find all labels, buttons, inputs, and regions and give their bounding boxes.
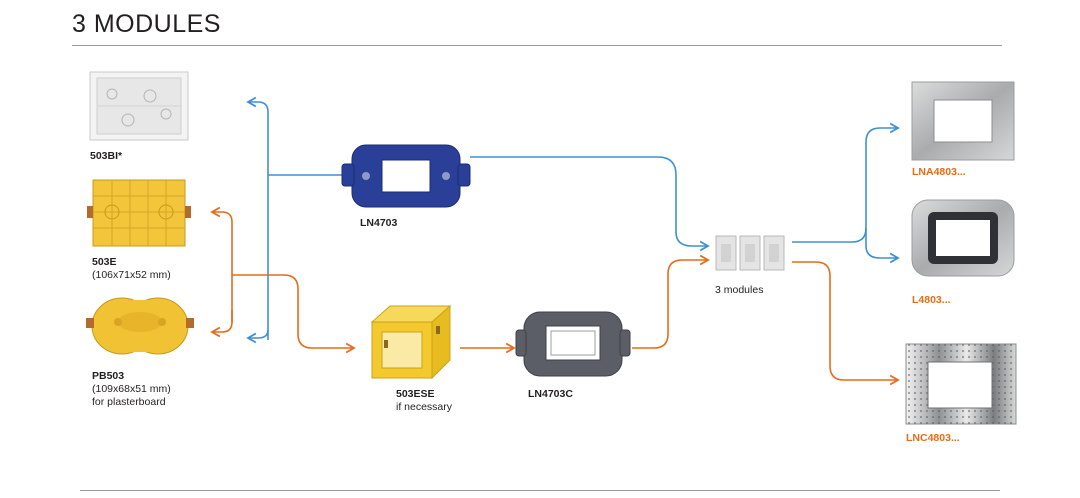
support-ln4703c-image (515, 311, 631, 377)
note-503e: (106x71x52 mm) (92, 269, 171, 281)
orange-connectors (210, 206, 900, 386)
three-modules-image (715, 235, 785, 271)
orange-arrow-to-pb503 (210, 310, 233, 338)
blue-arrow-to-pb503 (246, 329, 269, 344)
orange-line-modules-to-lnc4803 (792, 261, 900, 386)
blue-line-ln4703-to-modules (470, 156, 710, 252)
code-pb503: PB503 (92, 370, 125, 382)
note-pb503: (109x68x51 mm) (92, 383, 171, 395)
blue-arrow-to-503bi (246, 96, 269, 340)
code-l4803: L4803... (912, 294, 951, 306)
spacer-503ese-image (370, 304, 452, 380)
blue-connectors (246, 96, 900, 344)
text-3-modules: 3 modules (715, 284, 764, 296)
label-pb503: PB503 (109x68x51 mm) for plasterboard (92, 370, 171, 409)
code-503bi: 503BI* (90, 150, 123, 162)
code-503e: 503E (92, 256, 117, 268)
code-ln4703c: LN4703C (528, 388, 573, 400)
note-503ese: if necessary (396, 401, 453, 413)
label-l4803: L4803... (912, 294, 951, 307)
label-lnc4803: LNC4803... (906, 432, 960, 445)
support-ln4703-image (341, 144, 471, 208)
bottom-divider (80, 490, 1000, 491)
plate-lnc4803-image (905, 343, 1017, 425)
label-ln4703: LN4703 (360, 217, 397, 230)
note2-pb503: for plasterboard (92, 396, 166, 408)
label-503bi: 503BI* (90, 150, 122, 163)
orange-arrow-to-503e (210, 206, 233, 322)
top-divider (72, 45, 1002, 46)
plate-l4803-image (911, 199, 1015, 277)
blue-line-modules-to-plates (792, 122, 900, 243)
label-3-modules: 3 modules (715, 284, 763, 297)
plate-lna4803-image (911, 81, 1015, 161)
code-503ese: 503ESE (396, 388, 435, 400)
label-lna4803: LNA4803... (912, 166, 966, 179)
code-lnc4803: LNC4803... (906, 432, 960, 444)
orange-line-to-503ese (232, 274, 356, 354)
box-pb503-image (86, 297, 194, 355)
box-503bi-image (89, 71, 189, 141)
label-ln4703c: LN4703C (528, 388, 573, 401)
page-title: 3 MODULES (72, 10, 221, 38)
label-503e: 503E (106x71x52 mm) (92, 256, 171, 282)
code-lna4803: LNA4803... (912, 166, 966, 178)
label-503ese: 503ESE if necessary (396, 388, 452, 414)
orange-line-ln4703c-to-modules (632, 254, 710, 349)
code-ln4703: LN4703 (360, 217, 398, 229)
box-503e-image (87, 179, 191, 247)
blue-arrow-to-l4803 (865, 228, 900, 264)
